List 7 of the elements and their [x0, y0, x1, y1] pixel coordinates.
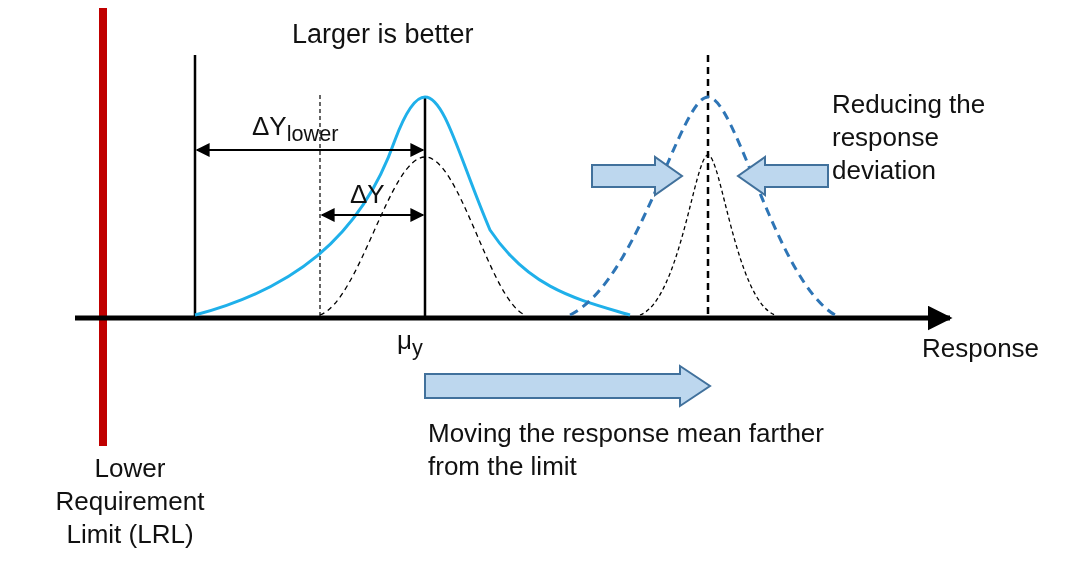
axis-label: Response [922, 332, 1040, 365]
annotation-text: Moving the response mean farther from the limit [428, 417, 825, 483]
annotation-text: Reducing the response deviation [832, 88, 987, 187]
dimension-label: ΔY$_{lower}$ [252, 110, 339, 149]
diagram-title: Larger is better [292, 18, 474, 51]
limit-label: Lower Requirement Limit (LRL) [54, 452, 206, 551]
mean-label: μ$_{y}$ [397, 324, 423, 363]
